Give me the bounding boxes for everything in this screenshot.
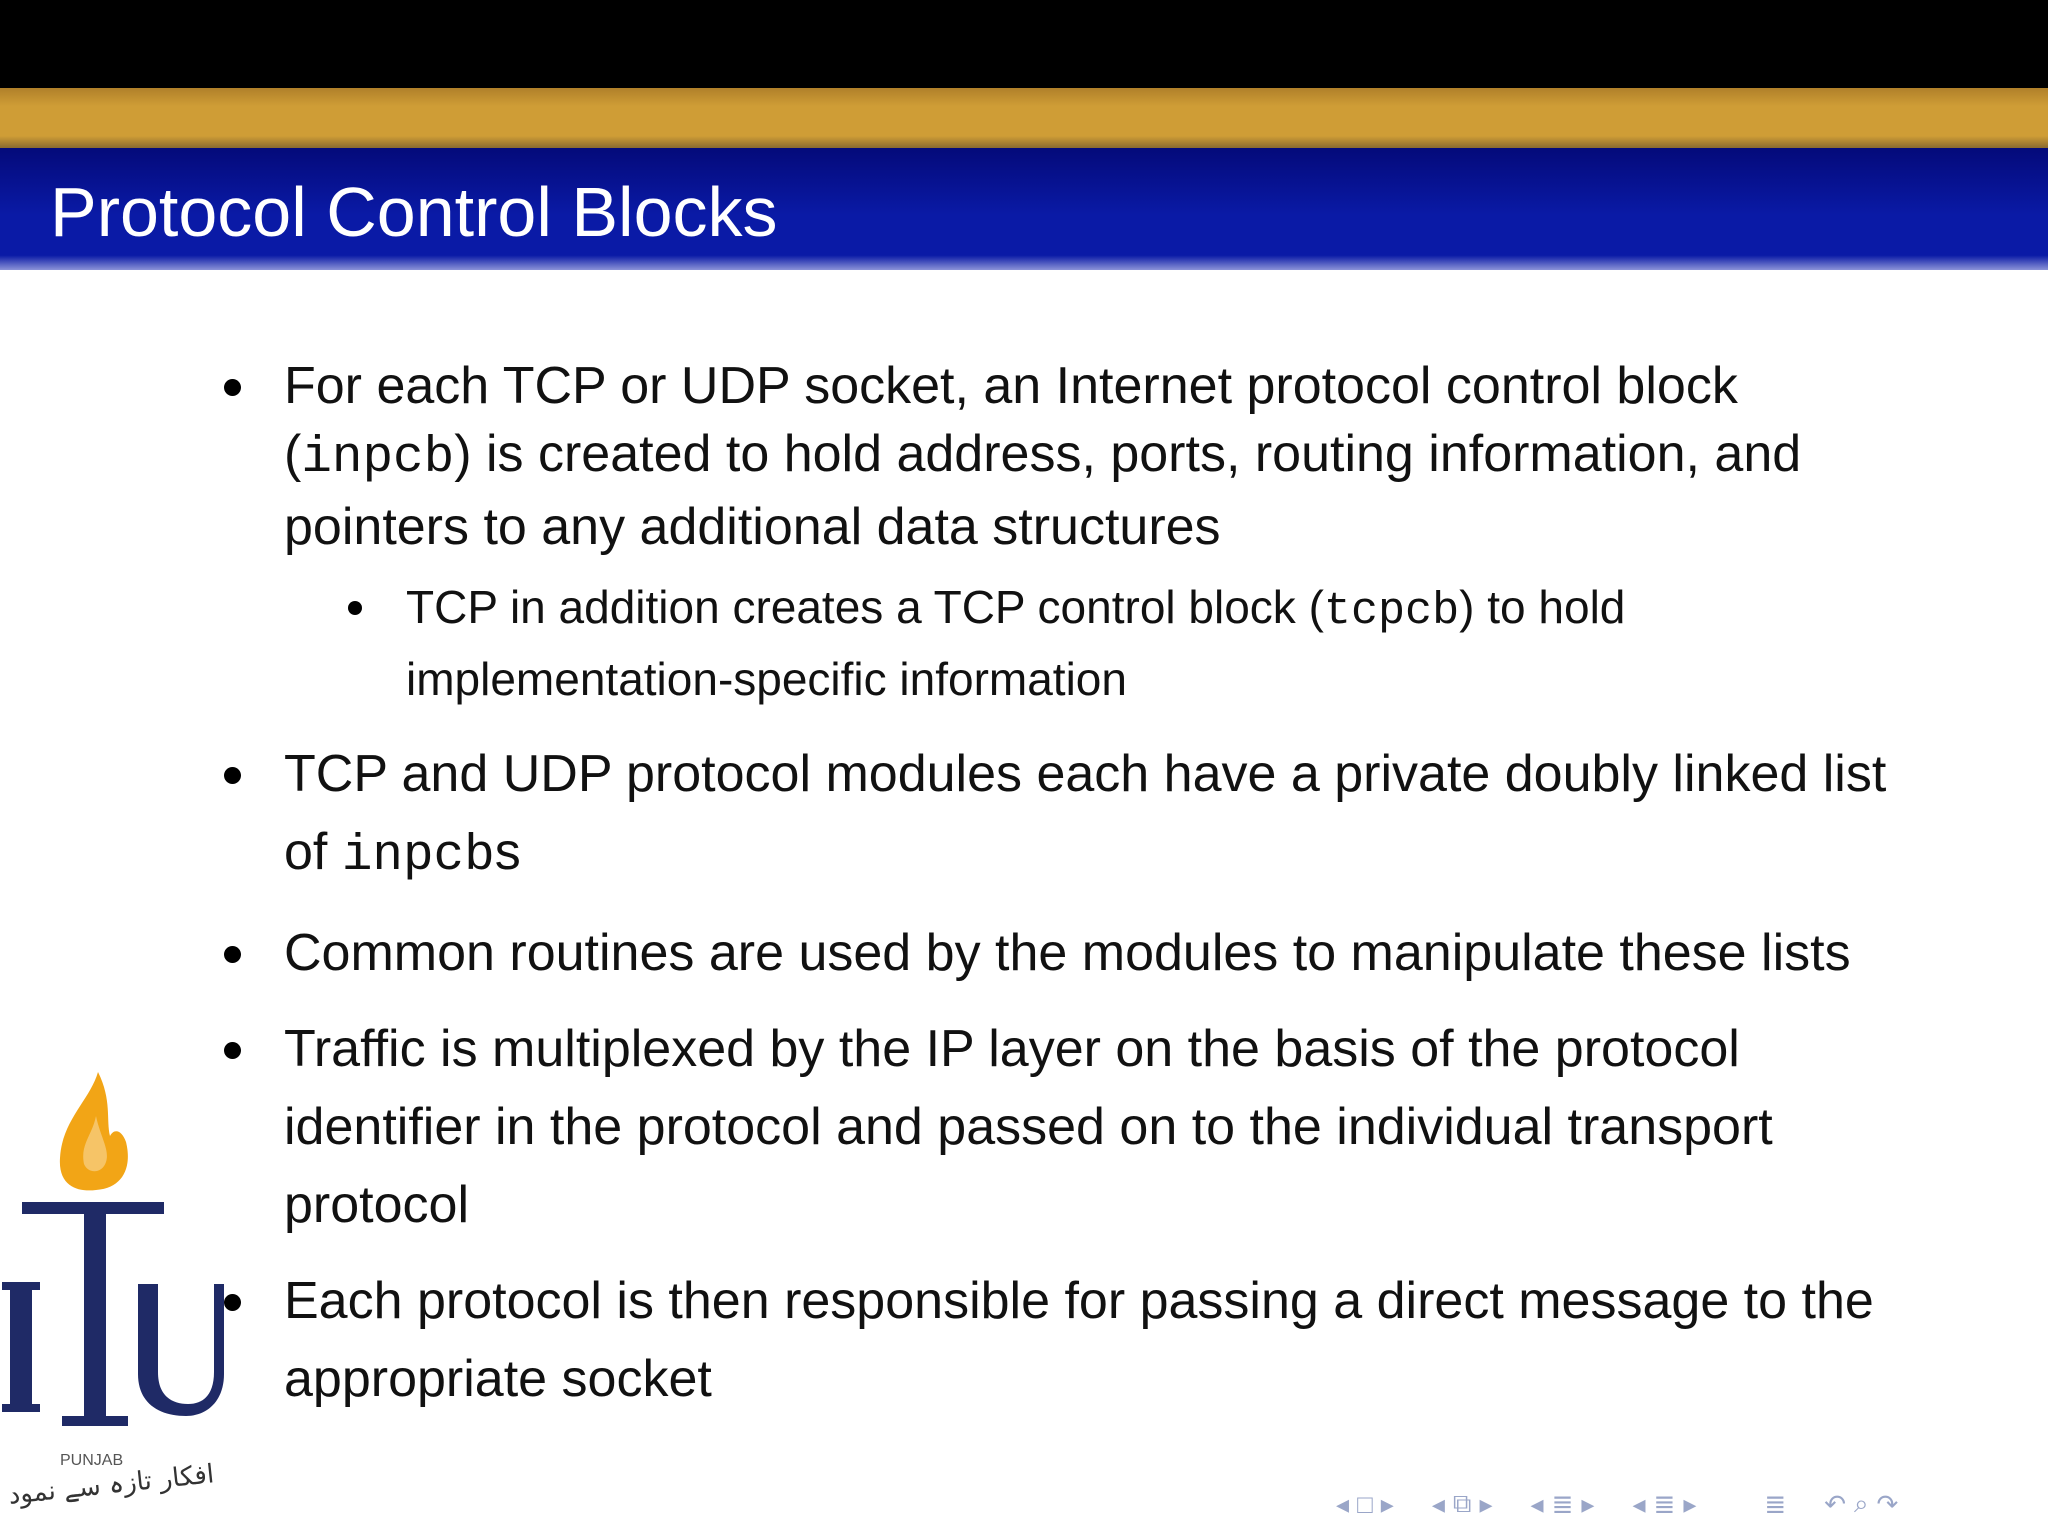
bullet-text: Common routines are used by the modules … bbox=[284, 924, 1851, 982]
university-logo bbox=[2, 1072, 224, 1426]
logo-caption: PUNJAB bbox=[60, 1452, 124, 1469]
arrow-left-icon[interactable]: ◂ bbox=[1431, 1488, 1445, 1519]
code-inpcb: inpcb bbox=[301, 430, 455, 487]
bullet-item: Common routines are used by the modules … bbox=[222, 914, 1912, 992]
bullet-dot bbox=[348, 601, 362, 615]
bullet-dot bbox=[224, 1294, 241, 1311]
bullet-text: Each protocol is then responsible for pa… bbox=[284, 1272, 1874, 1408]
section-icon[interactable]: ≣ bbox=[1653, 1488, 1676, 1519]
search-icon[interactable]: ⌕ bbox=[1853, 1488, 1869, 1518]
align-icon[interactable]: ≣ bbox=[1764, 1488, 1787, 1519]
gold-stripe bbox=[0, 88, 2048, 148]
bullet-text: ) to hold implementation-specific inform… bbox=[406, 581, 1626, 705]
subsection-icon[interactable]: ≣ bbox=[1551, 1488, 1574, 1519]
bullet-dot bbox=[224, 946, 241, 963]
arrow-right-icon[interactable]: ▸ bbox=[1581, 1488, 1595, 1519]
sub-bullet-item: TCP in addition creates a TCP control bl… bbox=[344, 573, 1912, 713]
arrow-left-icon[interactable]: ◂ bbox=[1336, 1488, 1350, 1519]
arrow-right-icon[interactable]: ▸ bbox=[1479, 1488, 1493, 1519]
back-icon[interactable]: ↶ bbox=[1824, 1488, 1846, 1519]
arrow-left-icon[interactable]: ◂ bbox=[1632, 1488, 1646, 1519]
code-tcpcb: tcpcb bbox=[1323, 585, 1460, 637]
bullet-text: TCP in addition creates a TCP control bl… bbox=[406, 581, 1324, 633]
arrow-right-icon[interactable]: ▸ bbox=[1380, 1488, 1394, 1519]
frame-icon[interactable]: □ bbox=[1357, 1488, 1373, 1519]
bullet-text: Traffic is multiplexed by the IP layer o… bbox=[284, 1020, 1773, 1234]
frame-icon[interactable]: ⧉ bbox=[1452, 1488, 1472, 1518]
arrow-left-icon[interactable]: ◂ bbox=[1530, 1488, 1544, 1519]
bullet-dot bbox=[224, 1042, 241, 1059]
bullet-text: ) is created to hold address, ports, rou… bbox=[284, 425, 1802, 556]
bullet-text: For each TCP or UDP socket, an Internet … bbox=[284, 357, 1738, 483]
bullet-item: Each protocol is then responsible for pa… bbox=[222, 1262, 1912, 1418]
bullet-item: TCP and UDP protocol modules each have a… bbox=[222, 735, 1912, 896]
bullet-item: For each TCP or UDP socket, an Internet … bbox=[222, 352, 1912, 561]
bullet-text: TCP and UDP protocol modules each have a… bbox=[284, 745, 1887, 881]
forward-icon[interactable]: ↷ bbox=[1876, 1488, 1899, 1519]
beamer-navigation: ◂ □ ▸ ◂ ⧉ ▸ ◂ ≣ ▸ ◂ ≣ ▸ ≣ ↶ ⌕ ↷ bbox=[1336, 1486, 1898, 1522]
code-inpcb: inpcb bbox=[341, 828, 495, 885]
slide-title: Protocol Control Blocks bbox=[50, 173, 778, 251]
slide-content: For each TCP or UDP socket, an Internet … bbox=[222, 352, 1912, 1418]
bullet-dot bbox=[224, 379, 241, 396]
arrow-right-icon[interactable]: ▸ bbox=[1683, 1488, 1697, 1519]
bullet-text: s bbox=[494, 823, 521, 881]
bullet-dot bbox=[224, 767, 241, 784]
flame-icon bbox=[59, 1072, 128, 1191]
title-bar: Protocol Control Blocks bbox=[0, 148, 2048, 270]
bullet-item: Traffic is multiplexed by the IP layer o… bbox=[222, 1010, 1912, 1244]
top-black-bar bbox=[0, 0, 2048, 88]
